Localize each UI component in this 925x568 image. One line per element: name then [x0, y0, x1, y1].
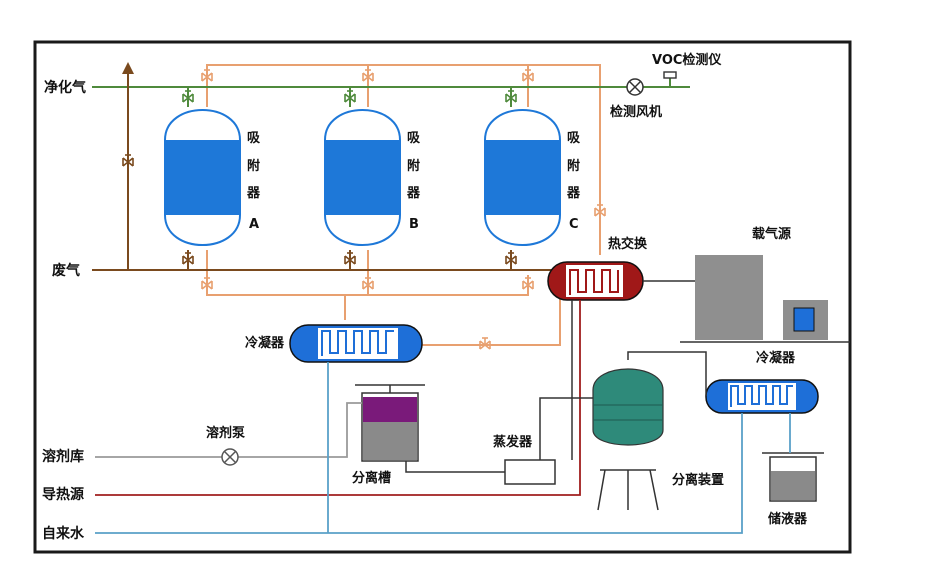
- separator-label: 分离装置: [672, 472, 724, 488]
- adsorber-b-label: 吸 附 器 B: [406, 131, 421, 232]
- pump-icon: [221, 448, 239, 466]
- adsorber-b: [324, 109, 401, 246]
- svg-text:A: A: [249, 217, 259, 232]
- adsorber-a: [164, 109, 241, 246]
- condenser-right-label: 冷凝器: [756, 350, 796, 366]
- heat-exchanger: [547, 261, 644, 301]
- svg-text:吸: 吸: [567, 131, 581, 146]
- svg-text:吸: 吸: [407, 131, 421, 146]
- clean-gas-label: 净化气: [44, 79, 86, 96]
- svg-text:器: 器: [246, 186, 261, 201]
- storage-label: 储液器: [767, 511, 808, 527]
- condenser-left: [289, 324, 423, 363]
- diagram-frame: [33, 40, 852, 554]
- condenser-right: [705, 379, 819, 414]
- solvent-line: [95, 402, 362, 458]
- svg-text:B: B: [409, 217, 419, 232]
- svg-text:附: 附: [407, 158, 420, 174]
- evaporator-label: 蒸发器: [493, 434, 533, 450]
- adsorber-a-label: 吸 附 器 A: [246, 131, 261, 232]
- tap-water-line: [95, 362, 791, 534]
- svg-text:C: C: [569, 217, 579, 232]
- svg-text:器: 器: [566, 186, 581, 201]
- svg-text:附: 附: [567, 158, 580, 174]
- adsorber-c-label: 吸 附 器 C: [566, 131, 581, 232]
- svg-text:附: 附: [247, 158, 260, 174]
- adsorber-c: [484, 109, 561, 246]
- separator: [592, 368, 664, 511]
- carrier-gas-label: 载气源: [752, 226, 791, 242]
- heat-exchanger-label: 热交换: [608, 236, 648, 252]
- fan-icon: [626, 78, 644, 96]
- svg-text:器: 器: [406, 186, 421, 201]
- condenser-left-label: 冷凝器: [245, 335, 285, 351]
- svg-text:吸: 吸: [247, 131, 261, 146]
- storage: [762, 452, 824, 502]
- detect-fan-label: 检测风机: [610, 104, 662, 120]
- voc-detector-label: VOC检测仪: [652, 52, 722, 68]
- carrier-gas-source: [680, 255, 850, 343]
- waste-gas-label: 废气: [52, 262, 80, 279]
- heat-medium-label: 导热源: [42, 486, 84, 503]
- separation-tank-label: 分离槽: [352, 470, 391, 486]
- separation-tank: [355, 384, 425, 462]
- process-lines: [405, 300, 707, 473]
- voc-detector-icon: [663, 71, 677, 79]
- solvent-pump-label: 溶剂泵: [206, 425, 245, 441]
- evaporator: [504, 459, 556, 485]
- tap-water-label: 自来水: [42, 525, 85, 542]
- arrow-up-icon: [122, 62, 134, 74]
- heat-medium-line: [95, 300, 581, 496]
- solvent-tank-label: 溶剂库: [42, 448, 84, 465]
